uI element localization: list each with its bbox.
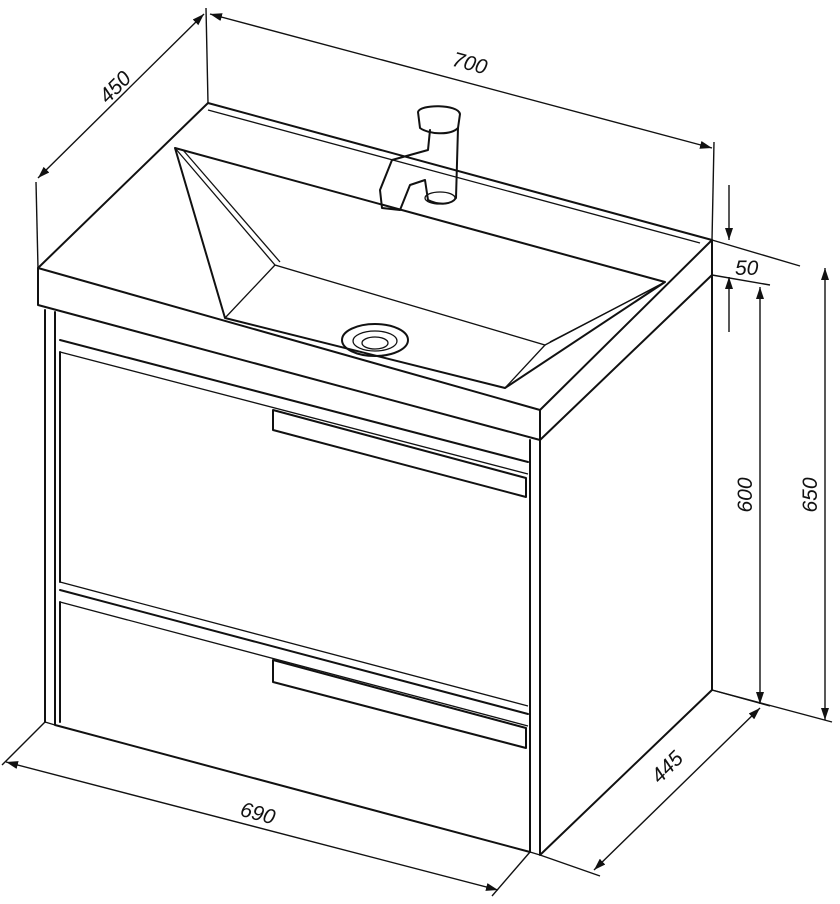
dimension-label-445: 445 xyxy=(647,747,688,788)
dimension-width-top: 700 xyxy=(209,13,715,241)
dimension-label-600: 600 xyxy=(734,477,757,512)
dimension-label-700: 700 xyxy=(450,48,490,79)
drawer-bottom xyxy=(59,589,529,749)
dimension-total-height: 650 xyxy=(711,268,833,723)
dimension-top-thickness: 50 xyxy=(711,185,801,332)
dimension-depth-top: 450 xyxy=(35,7,209,269)
dimension-label-450: 450 xyxy=(95,67,136,108)
drawer-top xyxy=(59,339,529,707)
basin xyxy=(174,147,666,389)
dimension-label-650: 650 xyxy=(799,477,822,512)
dimension-label-690: 690 xyxy=(238,798,278,829)
dimension-cabinet-height: 600 xyxy=(711,287,771,707)
countertop xyxy=(37,102,713,441)
faucet-icon xyxy=(379,105,461,211)
dimension-label-50: 50 xyxy=(735,257,759,280)
dimension-cabinet-width: 690 xyxy=(1,721,531,897)
dimension-cabinet-depth: 445 xyxy=(539,707,761,877)
drain-icon xyxy=(341,323,409,357)
